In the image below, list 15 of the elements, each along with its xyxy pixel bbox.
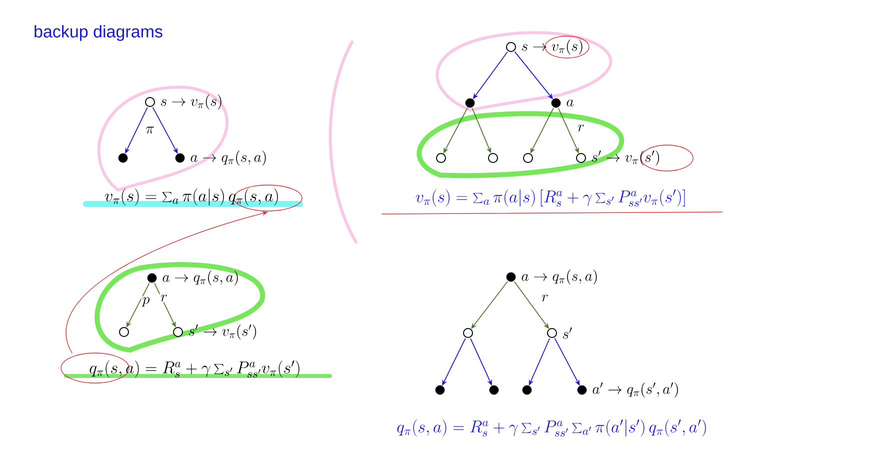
equation: $q_\pi(s,a) = R_s^a + \gamma \sum_{s'} P_{ss'}^a \sum_{a'} \pi(a'|s')\, q_\pi(s',a')$ bbox=[397, 419, 706, 437]
filled-dot bbox=[489, 385, 499, 395]
node-label: $a' \to q_\pi(s',a')$ bbox=[592, 382, 678, 398]
filled-dot bbox=[118, 153, 128, 163]
filled-dot bbox=[435, 385, 445, 395]
filled-dot bbox=[522, 385, 532, 395]
node-label: $a \to q_\pi(s,a)$ bbox=[162, 270, 238, 286]
equation: $v_\pi(s) = \sum_a \pi(a|s)\,[R_s^a + \gamma \sum_{s'} P_{ss'}^a v_\pi(s')]$ bbox=[416, 189, 685, 207]
node-label: $a$ bbox=[566, 100, 574, 106]
filled-dot bbox=[465, 98, 475, 108]
node-label: $a \to q_\pi(s,a)$ bbox=[522, 270, 597, 285]
node-label: $s'$ bbox=[562, 327, 572, 339]
node-label: $s \to v_\pi(s)$ bbox=[160, 94, 222, 110]
node-label: $a \to q_\pi(s,a)$ bbox=[190, 150, 266, 166]
title: backup diagrams bbox=[34, 25, 162, 41]
